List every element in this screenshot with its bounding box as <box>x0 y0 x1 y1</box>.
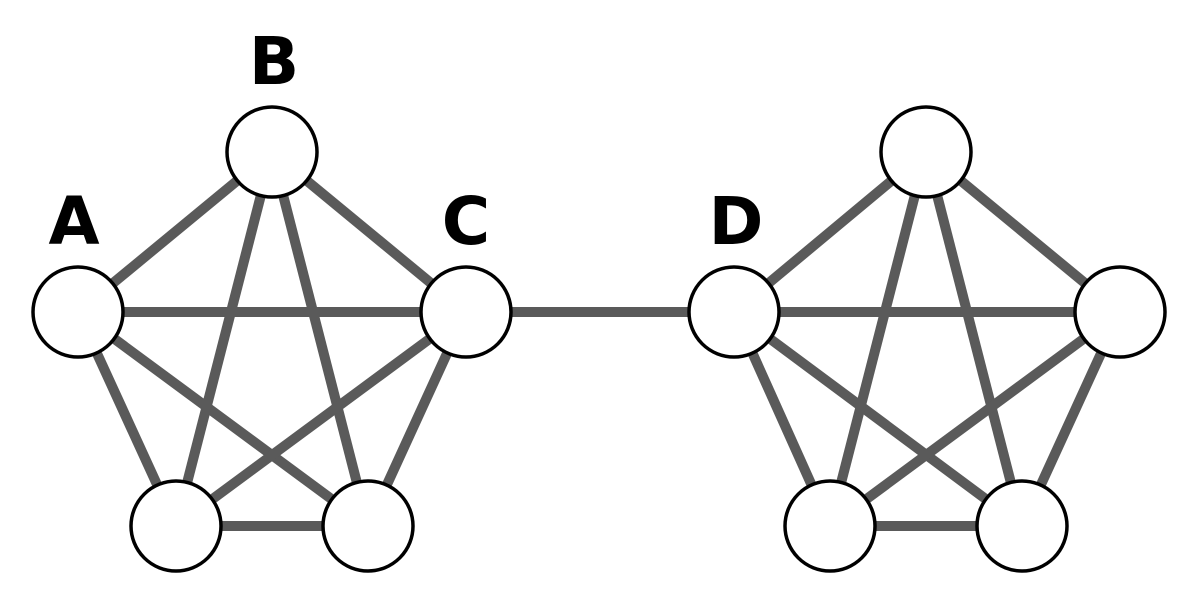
label-c: C <box>442 183 490 260</box>
label-a: A <box>48 183 99 260</box>
nodes <box>31 105 1167 573</box>
edge-rt-rrb <box>921 150 1027 528</box>
edge-b-lb <box>171 150 277 528</box>
edges <box>73 148 1125 531</box>
edge-b-rb <box>267 150 373 528</box>
edge-a-rb <box>75 307 371 531</box>
node-right-bottom-left <box>783 479 877 573</box>
edge-rt-rlb <box>825 150 931 528</box>
edge-c-lb <box>173 307 469 531</box>
node-a <box>31 265 125 359</box>
node-b <box>225 105 319 199</box>
labels: A B C D <box>48 23 763 260</box>
node-right-right <box>1073 265 1167 359</box>
edge-d-rrb <box>731 307 1025 531</box>
node-left-bottom-right <box>321 479 415 573</box>
label-b: B <box>249 23 299 100</box>
node-d <box>687 265 781 359</box>
node-c <box>419 265 513 359</box>
node-left-bottom-left <box>129 479 223 573</box>
node-right-bottom-right <box>975 479 1069 573</box>
label-d: D <box>709 183 764 260</box>
node-right-top <box>879 105 973 199</box>
edge-rr-rlb <box>827 307 1123 531</box>
